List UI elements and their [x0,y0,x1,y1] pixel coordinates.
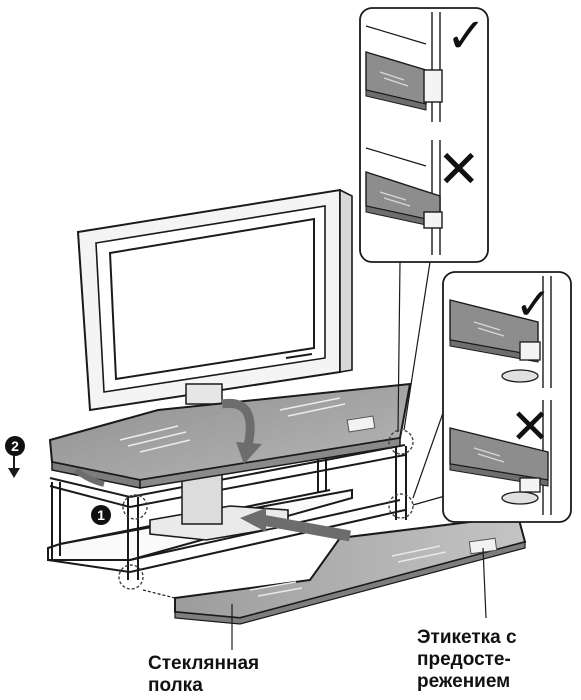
glass-shelf-label: Стеклянная полка [148,653,260,696]
step-two-marker: 2 [5,436,25,456]
joint-markers [118,429,414,590]
warning-label-caption: Этикетка с предосте- режением [417,627,517,692]
correct-check-icon-upper: ✓ [446,8,487,64]
detail-box-upper [359,7,489,263]
tv-set [76,188,353,412]
step-one-marker: 1 [91,505,111,525]
tv-stand-base [149,469,289,541]
lower-glass-shelf [174,514,527,625]
incorrect-cross-icon-upper: ✕ [437,140,481,200]
detail-box-lower [442,271,572,523]
upper-glass-shelf [48,382,412,489]
insert-arrows [8,398,351,542]
correct-check-icon-lower: ✓ [515,279,552,330]
incorrect-cross-icon-lower: ✕ [510,399,551,455]
